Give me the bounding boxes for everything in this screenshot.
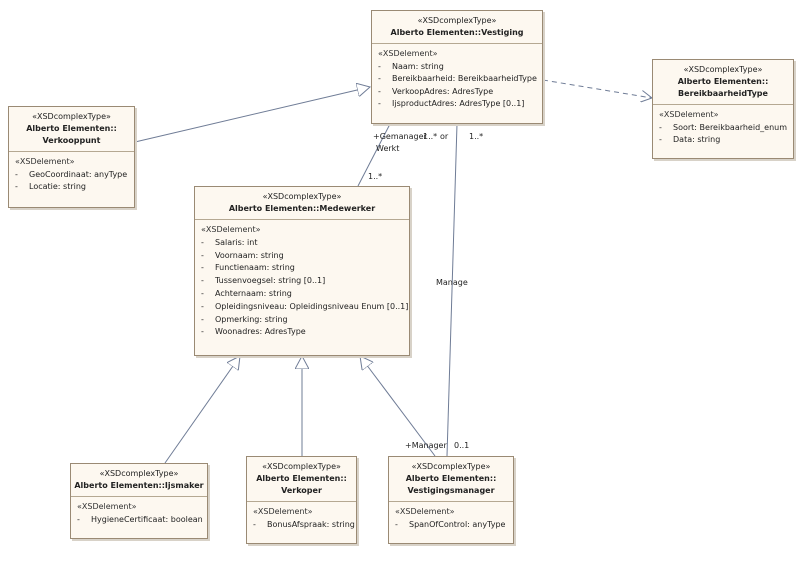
attribute-compartment: «XSDelement» -Salaris: int -Voornaam: st… <box>195 220 409 343</box>
generalization-ijsmaker-medewerker[interactable] <box>164 356 240 464</box>
section-label: «XSDelement» <box>659 110 719 119</box>
attribute-compartment: «XSDelement» -SpanOfControl: anyType <box>389 502 513 535</box>
role-label-manager: +Manager <box>405 441 447 450</box>
multiplicity-label: 1..* <box>368 172 383 181</box>
class-vestiging[interactable]: «XSDcomplexType» Alberto Elementen::Vest… <box>371 10 543 124</box>
class-name-line2: Vestigingsmanager <box>407 486 495 495</box>
class-name: Alberto Elementen::Vestiging <box>390 28 524 37</box>
class-name-line1: Alberto Elementen:: <box>405 474 497 483</box>
attribute-row[interactable]: -Functienaam: string <box>201 263 295 273</box>
attribute-row[interactable]: -Soort: Bereikbaarheid_enum <box>659 122 788 132</box>
class-name-line1: Alberto Elementen:: <box>26 124 117 133</box>
association-name-manage: Manage <box>436 278 468 287</box>
attribute-compartment: «XSDelement» -GeoCoordinaat: anyType -Lo… <box>9 152 134 198</box>
attribute-row[interactable]: -Voornaam: string <box>201 250 284 260</box>
attribute-row[interactable]: -SpanOfControl: anyType <box>395 519 506 529</box>
or-label: or <box>440 132 449 141</box>
section-label: «XSDelement» <box>378 49 438 58</box>
attribute-row[interactable]: -Opleidingsniveau: Opleidingsniveau Enum… <box>201 301 409 311</box>
section-label: «XSDelement» <box>77 502 137 511</box>
class-bereikbaarheidtype[interactable]: «XSDcomplexType» Alberto Elementen:: Ber… <box>652 59 794 159</box>
generalization-vestigingsmanager-medewerker[interactable] <box>360 356 436 457</box>
dependency-vestiging-bereikbaarheid[interactable] <box>542 79 652 98</box>
attribute-row[interactable]: -HygieneCertificaat: boolean <box>77 514 203 524</box>
attribute-row[interactable]: -Bereikbaarheid: BereikbaarheidType <box>378 74 537 83</box>
class-ijsmaker[interactable]: «XSDcomplexType» Alberto Elementen::Ijsm… <box>70 463 208 539</box>
stereotype-label: «XSDcomplexType» <box>262 462 341 471</box>
attribute-row[interactable]: -GeoCoordinaat: anyType <box>15 169 128 179</box>
class-header: «XSDcomplexType» Alberto Elementen::Vest… <box>372 11 542 44</box>
multiplicity-label: 0..1 <box>454 441 470 450</box>
attribute-row[interactable]: -Data: string <box>659 135 721 144</box>
attribute-row[interactable]: -Locatie: string <box>15 182 86 191</box>
class-header: «XSDcomplexType» Alberto Elementen:: Ver… <box>247 457 356 502</box>
stereotype-label: «XSDcomplexType» <box>262 192 342 201</box>
attribute-compartment: «XSDelement» -HygieneCertificaat: boolea… <box>71 497 207 530</box>
stereotype-label: «XSDcomplexType» <box>99 469 179 478</box>
section-label: «XSDelement» <box>253 507 313 516</box>
attribute-compartment: «XSDelement» -Soort: Bereikbaarheid_enum… <box>653 105 793 151</box>
class-name: Alberto Elementen::Medewerker <box>228 204 376 213</box>
stereotype-label: «XSDcomplexType» <box>417 16 497 25</box>
stereotype-label: «XSDcomplexType» <box>683 65 763 74</box>
attribute-row[interactable]: -BonusAfspraak: string <box>253 519 355 529</box>
class-name: Alberto Elementen::Ijsmaker <box>74 481 204 490</box>
attribute-row[interactable]: -VerkoopAdres: AdresType <box>378 86 494 96</box>
stereotype-label: «XSDcomplexType» <box>411 462 491 471</box>
attribute-row[interactable]: -Salaris: int <box>201 237 258 247</box>
attribute-row[interactable]: -Woonadres: AdresType <box>201 327 306 337</box>
attribute-row[interactable]: -Naam: string <box>378 61 444 71</box>
multiplicity-label: 1..* <box>469 132 484 141</box>
class-verkooppunt[interactable]: «XSDcomplexType» Alberto Elementen:: Ver… <box>8 106 135 208</box>
class-header: «XSDcomplexType» Alberto Elementen::Mede… <box>195 187 409 220</box>
stereotype-label: «XSDcomplexType» <box>32 112 111 121</box>
class-name-line2: Verkoper <box>281 486 322 495</box>
class-medewerker[interactable]: «XSDcomplexType» Alberto Elementen::Mede… <box>194 186 410 356</box>
attribute-compartment: «XSDelement» -Naam: string -Bereikbaarhe… <box>372 44 542 115</box>
attribute-row[interactable]: -Opmerking: string <box>201 314 288 324</box>
generalization-verkooppunt-vestiging[interactable] <box>134 87 370 143</box>
class-header: «XSDcomplexType» Alberto Elementen:: Ber… <box>653 60 793 105</box>
class-name-line1: Alberto Elementen:: <box>677 77 769 86</box>
role-label-gemanager: +Gemanager <box>373 132 427 141</box>
section-label: «XSDelement» <box>201 225 261 234</box>
class-vestigingsmanager[interactable]: «XSDcomplexType» Alberto Elementen:: Ves… <box>388 456 514 544</box>
attribute-compartment: «XSDelement» -BonusAfspraak: string <box>247 502 356 535</box>
attribute-row[interactable]: -Tussenvoegsel: string [0..1] <box>201 276 326 286</box>
class-header: «XSDcomplexType» Alberto Elementen:: Ves… <box>389 457 513 502</box>
attribute-row[interactable]: -Achternaam: string <box>201 288 292 298</box>
association-manage[interactable] <box>446 123 458 457</box>
class-name-line2: Verkooppunt <box>42 136 101 145</box>
attribute-row[interactable]: -IjsproductAdres: AdresType [0..1] <box>378 99 525 108</box>
class-name-line2: BereikbaarheidType <box>678 89 768 98</box>
section-label: «XSDelement» <box>15 157 75 166</box>
association-werkt[interactable] <box>357 123 391 187</box>
association-name-werkt: Werkt <box>376 144 400 153</box>
class-header: «XSDcomplexType» Alberto Elementen::Ijsm… <box>71 464 207 497</box>
multiplicity-label: 1..* <box>423 132 438 141</box>
class-header: «XSDcomplexType» Alberto Elementen:: Ver… <box>9 107 134 152</box>
class-verkoper[interactable]: «XSDcomplexType» Alberto Elementen:: Ver… <box>246 456 357 544</box>
section-label: «XSDelement» <box>395 507 455 516</box>
class-name-line1: Alberto Elementen:: <box>256 474 347 483</box>
